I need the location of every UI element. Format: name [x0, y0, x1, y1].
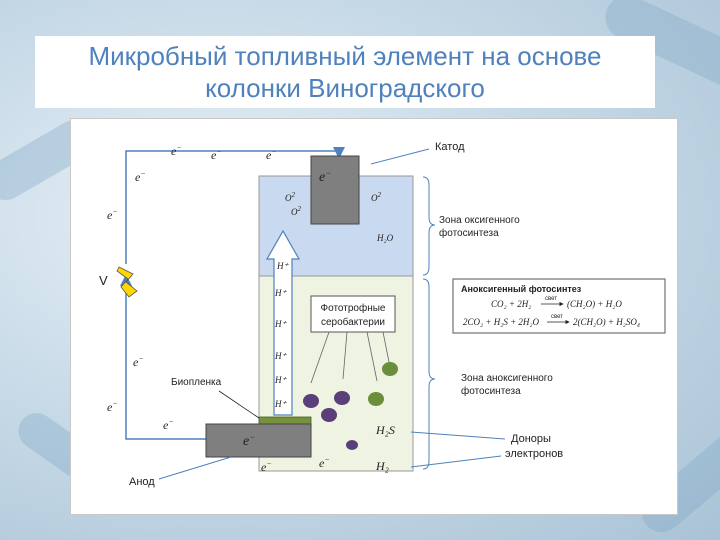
- biofilm-label: Биопленка: [171, 377, 222, 388]
- biofilm-pointer: [218, 390, 260, 419]
- oxygenic-zone-brace: [422, 176, 436, 276]
- electron-label: e−: [107, 399, 118, 414]
- bacterium-purple: [303, 394, 319, 408]
- diagram-panel: V e− Катод e− e− e− e− e− e− e− e− O2 O2…: [70, 118, 678, 515]
- electron-label: e−: [211, 147, 222, 162]
- circuit-wire-top: [125, 147, 345, 264]
- phototrophs-pointer: [310, 331, 330, 384]
- phototrophs-label-2: серобактерии: [321, 316, 385, 328]
- equation-arrow-label: свет: [551, 314, 563, 320]
- proton-label: H⁺: [274, 288, 287, 298]
- equation-arrow-label: свет: [545, 296, 557, 302]
- phototrophs-pointer: [342, 331, 348, 380]
- equation-2-right: 2(CH₂O) + H₂SO₄: [573, 317, 640, 327]
- phototrophs-label-1: Фототрофные: [321, 302, 386, 314]
- electron-label: e−: [171, 143, 182, 158]
- anode-label: Анод: [129, 476, 155, 488]
- proton-label: H⁺: [274, 319, 287, 329]
- oxygen-label: O2: [291, 205, 302, 217]
- electron-label: e−: [163, 417, 174, 432]
- electron-label: e−: [135, 169, 146, 184]
- circuit-wire-bottom: [120, 274, 206, 440]
- electron-label: e−: [319, 455, 330, 470]
- title-box: Микробный топливный элемент на основе ко…: [35, 36, 655, 108]
- equation-1-left: CO₂ + 2H₂: [491, 299, 531, 309]
- biofilm-layer: [258, 416, 312, 425]
- cathode-electron: e−: [319, 168, 331, 185]
- donors-label-1: Доноры: [511, 433, 551, 445]
- proton-label: H⁺: [274, 375, 287, 385]
- electron-label: e−: [266, 147, 277, 162]
- equation-2-left: 2CO₂ + H₂S + 2H₂O: [463, 317, 540, 327]
- voltage-label: V: [99, 273, 108, 288]
- anoxygenic-zone-label-2: фотосинтеза: [461, 385, 521, 397]
- water-label: H₂O: [376, 233, 394, 243]
- cathode-electrode: [310, 155, 360, 225]
- phototrophs-pointer: [382, 331, 390, 363]
- proton-channel-arrow: [265, 229, 301, 416]
- oxygenic-zone-label-1: Зона оксигенного: [439, 215, 520, 226]
- donors-pointer: [410, 431, 506, 440]
- oxygenic-zone-label-2: фотосинтеза: [439, 227, 499, 239]
- phototrophs-pointer: [366, 331, 378, 382]
- electron-label: e−: [261, 459, 272, 474]
- equation-1-right: (CH₂O) + H₂O: [567, 299, 622, 309]
- anoxygenic-zone-brace: [422, 278, 436, 470]
- proton-label: H⁺: [274, 351, 287, 361]
- bacterium-green: [368, 392, 384, 406]
- electron-label: e−: [107, 207, 118, 222]
- proton-label: H⁺: [276, 261, 289, 271]
- bacterium-purple: [346, 440, 358, 450]
- page-title-line-2: колонки Виноградского: [205, 73, 485, 103]
- phototrophs-box: [310, 295, 396, 333]
- bacterium-purple: [321, 408, 337, 422]
- bacterium-green: [382, 362, 398, 376]
- equations-box-title: Аноксигенный фотосинтез: [461, 284, 582, 294]
- h2-label: H₂: [375, 459, 389, 473]
- anode-electron: e−: [243, 432, 255, 449]
- donors-pointer: [410, 455, 502, 468]
- cathode-label: Катод: [435, 141, 465, 153]
- h2s-label: H₂S: [375, 423, 395, 437]
- oxygen-label: O2: [371, 191, 382, 203]
- donors-label-2: электронов: [505, 448, 563, 460]
- cathode-pointer: [370, 148, 430, 165]
- bacterium-purple: [334, 391, 350, 405]
- equations-box: [452, 278, 666, 334]
- anode-electrode: [205, 423, 312, 458]
- page-title-line-1: Микробный топливный элемент на основе: [88, 41, 602, 71]
- proton-label: H⁺: [274, 399, 287, 409]
- fuel-cell-diagram: V e− Катод e− e− e− e− e− e− e− e− O2 O2…: [99, 141, 666, 488]
- anode-pointer: [158, 456, 232, 480]
- lightning-icon: [116, 266, 138, 298]
- electron-label: e−: [133, 354, 144, 369]
- anoxygenic-zone-label-1: Зона аноксигенного: [461, 373, 553, 384]
- oxygen-label: O2: [285, 191, 296, 203]
